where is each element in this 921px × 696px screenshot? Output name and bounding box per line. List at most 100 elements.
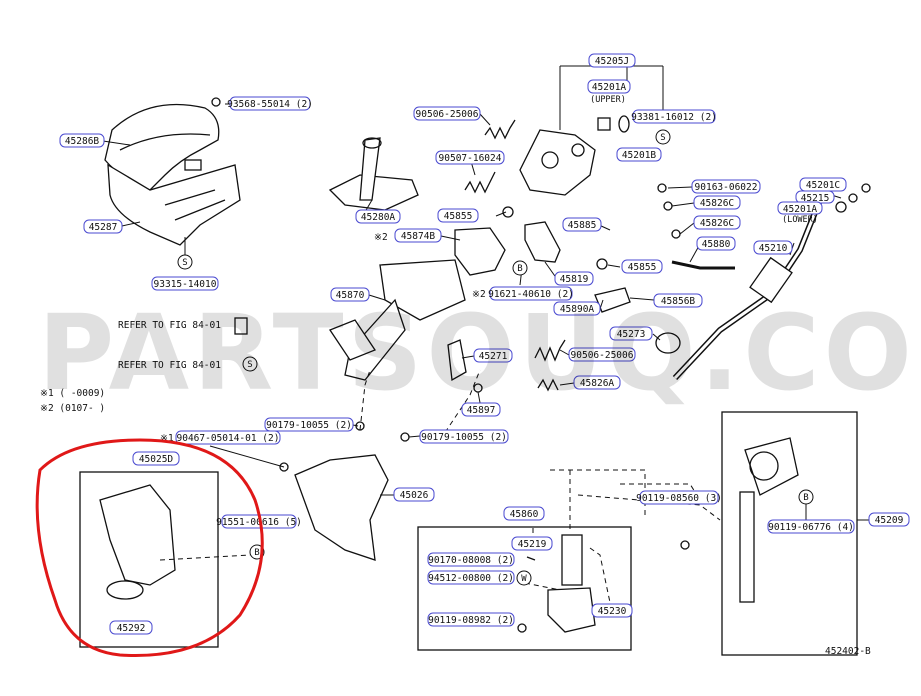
label-45860[interactable]: 45860	[503, 506, 545, 521]
group-boxes	[79, 411, 858, 656]
label-45880[interactable]: 45880	[696, 236, 736, 251]
bolt-45855b	[596, 258, 608, 270]
red-highlight-circle	[35, 438, 264, 657]
label-45286b[interactable]: 45286B	[59, 133, 105, 148]
label-45826c-b[interactable]: 45826C	[693, 215, 741, 230]
label-45855b[interactable]: 45855	[621, 259, 663, 274]
label-text: 90170-08008 (2)	[428, 555, 514, 566]
svg-text:S: S	[660, 133, 665, 143]
label-text: 45855	[628, 262, 657, 273]
label-90179b[interactable]: 90179-10055 (2)	[419, 429, 509, 444]
label-45874b[interactable]: 45874B	[394, 228, 442, 243]
label-45826a[interactable]: 45826A	[573, 375, 621, 390]
svg-text:S: S	[247, 360, 252, 370]
label-91621[interactable]: 91621-40610 (2)	[488, 286, 574, 301]
label-94512[interactable]: 94512-00800 (2)	[427, 570, 515, 585]
label-text: 93315-14010	[154, 279, 217, 290]
label-text: 90506-25006	[571, 350, 634, 361]
label-text: 45856B	[661, 296, 696, 307]
lever-bracket-45874b	[454, 227, 506, 276]
label-90179a[interactable]: 90179-10055 (2)	[264, 417, 354, 432]
label-45219[interactable]: 45219	[511, 536, 553, 551]
part-labels: 45205J 45201A (UPPER) 93381-16012 (2) 45…	[59, 53, 910, 635]
svg-text:S: S	[182, 258, 187, 268]
bolt-90467	[279, 462, 289, 472]
column-tube-45870	[329, 259, 466, 381]
label-90119c[interactable]: 90119-06776 (4)	[767, 519, 855, 534]
label-text: 90179-10055 (2)	[266, 420, 352, 431]
label-45870[interactable]: 45870	[330, 287, 370, 302]
part-drawings	[99, 97, 871, 633]
label-90119a[interactable]: 90119-08982 (2)	[427, 612, 515, 627]
marker-b-90119c: B	[798, 489, 814, 505]
label-text: 45273	[617, 329, 646, 340]
label-90119b[interactable]: 90119-08560 (3)	[636, 490, 722, 505]
label-text: 45286B	[65, 136, 100, 147]
label-45210[interactable]: 45210	[753, 240, 793, 255]
label-45201a-upper[interactable]: 45201A	[587, 79, 631, 94]
note-2: ※2 (0107- )	[40, 403, 105, 414]
switch-part	[234, 317, 248, 335]
tilt-bracket	[519, 115, 630, 196]
label-93381[interactable]: 93381-16012 (2)	[631, 109, 717, 124]
star2-marker: ※2	[374, 232, 388, 243]
washer-90163	[657, 183, 667, 193]
label-45890a[interactable]: 45890A	[553, 301, 601, 316]
label-45209[interactable]: 45209	[868, 512, 910, 527]
label-90467[interactable]: 90467-05014-01 (2)	[175, 430, 281, 445]
label-text: 45210	[759, 243, 788, 254]
label-45819[interactable]: 45819	[554, 271, 594, 286]
label-45292[interactable]: 45292	[109, 620, 153, 635]
label-45271[interactable]: 45271	[473, 348, 513, 363]
label-text: 45271	[479, 351, 508, 362]
label-93568[interactable]: 93568-55014 (2)	[227, 96, 313, 111]
label-45826c-a[interactable]: 45826C	[693, 195, 741, 210]
label-90507[interactable]: 90507-16024	[435, 150, 505, 165]
label-text: 45215	[801, 193, 830, 204]
washer-45826cb	[671, 229, 681, 239]
label-45201c[interactable]: 45201C	[799, 177, 847, 192]
label-45025d[interactable]: 45025D	[132, 451, 180, 466]
label-45026[interactable]: 45026	[393, 487, 435, 502]
marker-s-93315: S	[177, 254, 193, 270]
label-45856b[interactable]: 45856B	[653, 293, 703, 308]
label-45230[interactable]: 45230	[591, 603, 633, 618]
label-45201b[interactable]: 45201B	[616, 147, 662, 162]
label-90506b[interactable]: 90506-25006	[568, 347, 636, 362]
label-45215[interactable]: 45215	[795, 190, 835, 204]
label-text: 90163-06022	[695, 182, 758, 193]
bolt-45855a	[502, 206, 514, 218]
diagram-code: 452402-B	[825, 646, 871, 657]
label-45273[interactable]: 45273	[609, 326, 653, 341]
label-text: 45292	[117, 623, 146, 634]
bolt-90119b	[680, 540, 690, 550]
label-93315[interactable]: 93315-14010	[151, 276, 219, 291]
label-45885[interactable]: 45885	[562, 217, 602, 232]
boot-45292	[99, 484, 176, 600]
label-90170[interactable]: 90170-08008 (2)	[427, 552, 515, 567]
label-45280a[interactable]: 45280A	[355, 209, 401, 224]
label-45897[interactable]: 45897	[461, 402, 501, 417]
lever-45880	[671, 260, 735, 270]
label-90163[interactable]: 90163-06022	[691, 179, 761, 194]
label-45855a[interactable]: 45855	[437, 208, 479, 223]
label-text: 93381-16012 (2)	[631, 112, 717, 123]
label-text: 90119-08560 (3)	[636, 493, 722, 504]
label-90506a[interactable]: 90506-25006	[413, 106, 481, 121]
label-45287[interactable]: 45287	[83, 219, 123, 234]
label-text: 45819	[560, 274, 589, 285]
nut-90179b	[400, 432, 410, 442]
label-45205j[interactable]: 45205J	[588, 53, 636, 68]
bolt-45897	[473, 383, 483, 393]
label-text: 45025D	[139, 454, 174, 465]
label-text: 45230	[598, 606, 627, 617]
svg-text:B: B	[254, 548, 259, 558]
bracket-45280a	[328, 137, 419, 211]
bushing-45273	[655, 332, 681, 354]
group-box-45860	[417, 526, 632, 651]
label-text: 45874B	[401, 231, 436, 242]
label-text: 45201A	[592, 82, 627, 93]
label-45201a-lower[interactable]: 45201A	[777, 201, 823, 215]
